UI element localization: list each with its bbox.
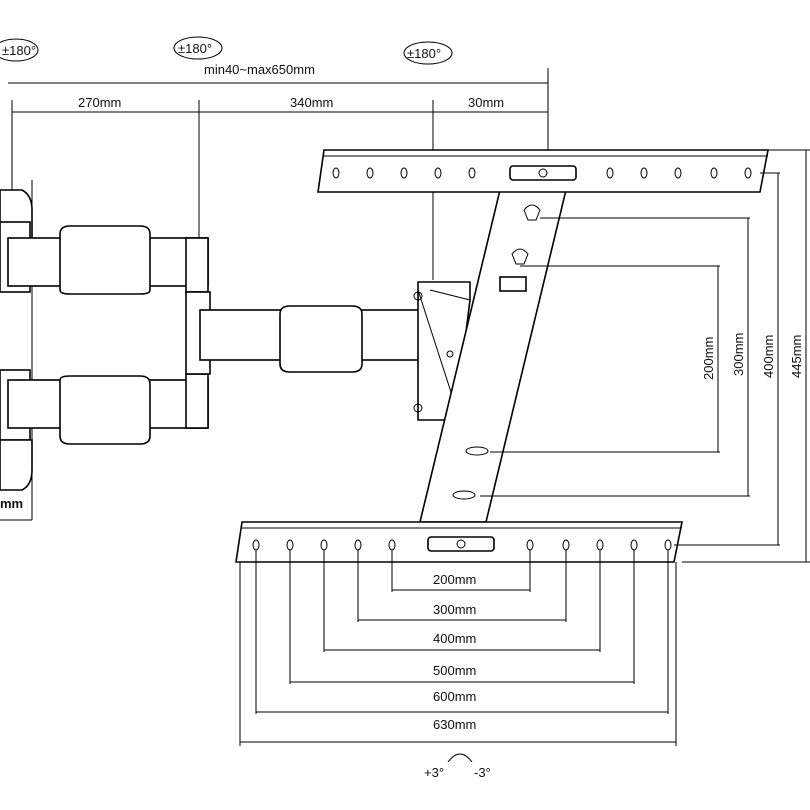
middle-arm: [185, 291, 431, 375]
plate-slot-lower-1: [465, 446, 489, 456]
vertical-dim-445: 445mm: [789, 335, 804, 378]
bottom-rail: [235, 521, 683, 563]
horizontal-dim-200: 200mm: [433, 572, 476, 587]
vertical-dim-400: 400mm: [761, 335, 776, 378]
bottom-rail-lock: [427, 536, 495, 552]
plate-slot-lower-2: [452, 490, 476, 500]
vertical-dim-300: 300mm: [731, 333, 746, 376]
plate-slot: [499, 276, 527, 292]
rotation-middle-oval: [173, 36, 223, 60]
top-rail: [317, 149, 769, 193]
vertical-dim-200: 200mm: [701, 337, 716, 380]
rotation-labels: ±180° ±180° ±180°: [0, 36, 453, 65]
rotation-left-label: ±180°: [2, 43, 36, 58]
arm-second-label: 340mm: [290, 95, 333, 110]
wall-plate: mm: [0, 180, 33, 521]
upper-arm: [7, 225, 209, 295]
lower-arm: [7, 373, 209, 445]
horizontal-dim-630: 630mm: [433, 717, 476, 732]
horizontal-dim-600: 600mm: [433, 689, 476, 704]
keyhole-lower: [511, 248, 529, 265]
top-rail-holes: [332, 167, 752, 179]
rotation-left-oval: [0, 38, 39, 62]
horizontal-dim-500: 500mm: [433, 663, 476, 678]
rotation-middle-label: ±180°: [178, 41, 212, 56]
keyhole-upper: [523, 204, 541, 221]
arm-first-label: 270mm: [78, 95, 121, 110]
tilt-up-label: +3°: [424, 765, 444, 780]
tilt-arc: [447, 753, 473, 763]
horizontal-dim-300: 300mm: [433, 602, 476, 617]
rotation-right-oval: [403, 41, 453, 65]
horizontal-dim-400: 400mm: [433, 631, 476, 646]
rotation-right-label: ±180°: [407, 46, 441, 61]
vertical-dimensions: 200mm 300mm 400mm 445mm: [480, 149, 810, 563]
extension-label: min40~max650mm: [204, 62, 315, 77]
arm-third-label: 30mm: [468, 95, 504, 110]
extension-dimension: min40~max650mm: [8, 62, 549, 150]
tilt-down-label: -3°: [474, 765, 491, 780]
tilt-indicator: +3° -3°: [424, 753, 491, 780]
arm-segment-dimensions: 270mm 340mm 30mm: [11, 95, 548, 280]
horizontal-dimensions: 200mm 300mm 400mm 500mm 600mm 630mm: [239, 550, 677, 746]
top-rail-lock: [509, 165, 577, 181]
wall-plate-label: mm: [0, 496, 23, 511]
